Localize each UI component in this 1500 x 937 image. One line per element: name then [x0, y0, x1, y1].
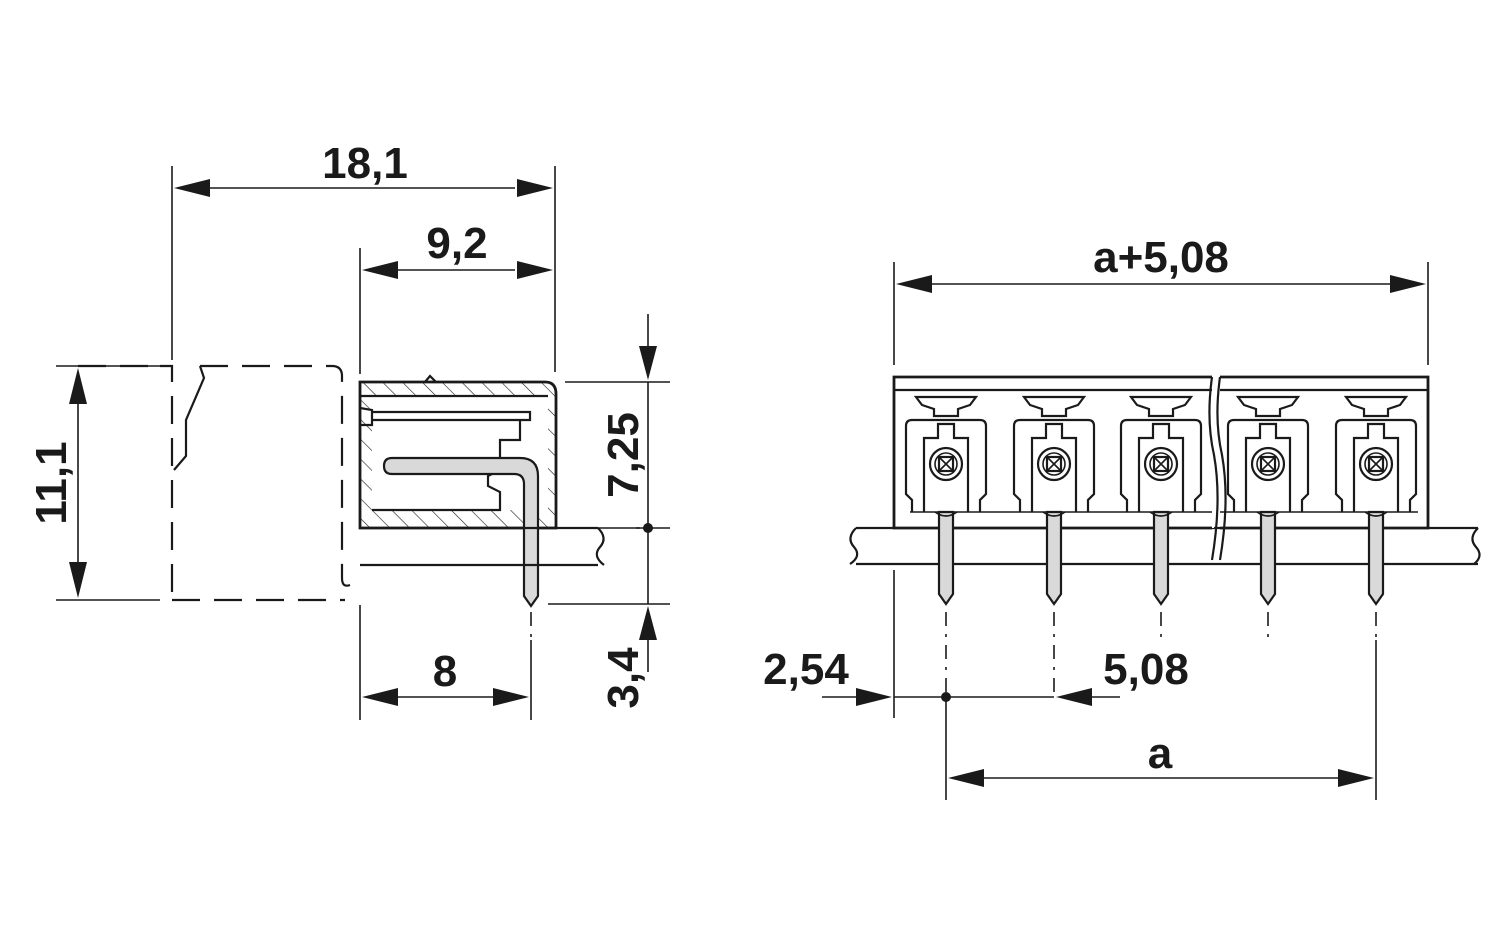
dim-body-length: 9,2 — [359, 219, 553, 374]
wire-entry-funnel — [913, 395, 979, 418]
terminal-recess — [904, 418, 988, 512]
terminal-recess — [1012, 418, 1096, 512]
dim-label-a-plus-5-08: a+5,08 — [1093, 233, 1229, 282]
wire-entry-funnel — [1021, 395, 1087, 418]
screw-drive-square — [937, 455, 955, 473]
terminal-recess — [1334, 418, 1418, 512]
screw-drive-cross — [1260, 456, 1276, 472]
terminal-position — [1119, 395, 1203, 640]
screw-drive-square — [1045, 455, 1063, 473]
side-view: 18,1 9,2 11,1 8 — [27, 139, 670, 720]
dim-label-11-1: 11,1 — [27, 441, 76, 524]
screw-ring — [1042, 452, 1066, 476]
terminal-positions — [904, 395, 1418, 697]
screw-drive-cross — [1368, 456, 1384, 472]
pin-shoulder — [1149, 511, 1173, 517]
solder-pin — [1152, 510, 1170, 606]
screw-drive-cross — [1046, 456, 1062, 472]
dim-pitch: 5,08 — [1056, 645, 1189, 706]
dim-height: 11,1 — [27, 365, 172, 601]
terminal-recess — [1226, 418, 1310, 512]
plug-outline-dashed — [78, 364, 351, 602]
clamp-body — [1030, 422, 1078, 512]
dim-label-9-2: 9,2 — [426, 219, 487, 268]
dim-pin-offset: 8 — [359, 605, 532, 720]
dim-label-5-08: 5,08 — [1103, 645, 1189, 694]
terminal-position — [1226, 395, 1310, 640]
clamp-body — [922, 422, 970, 512]
terminal-recess — [1119, 418, 1203, 512]
dim-label-8: 8 — [433, 647, 457, 696]
wire-entry-funnel — [1128, 395, 1194, 418]
pcb-board-side — [360, 526, 640, 567]
header-body — [358, 374, 558, 530]
wire-entry-funnel — [1235, 395, 1301, 418]
screw-ring — [1256, 452, 1280, 476]
screw-ring — [1149, 452, 1173, 476]
dim-label-a: a — [1148, 729, 1173, 778]
terminal-position — [1012, 395, 1096, 697]
dim-label-2-54: 2,54 — [763, 645, 849, 694]
screw-drive-cross — [1153, 456, 1169, 472]
dim-pin-length: 3,4 — [548, 603, 670, 709]
pin-shoulder — [934, 511, 958, 517]
dim-total-width: a+5,08 — [893, 233, 1429, 365]
screw-drive-square — [1152, 455, 1170, 473]
screw-drive-cross — [938, 456, 954, 472]
terminal-position — [904, 395, 988, 697]
screw-head-icon — [1358, 446, 1394, 482]
pin-shoulder — [1256, 511, 1280, 517]
screw-ring — [934, 452, 958, 476]
screw-head-icon — [1250, 446, 1286, 482]
screw-head-icon — [1143, 446, 1179, 482]
bent-pin — [382, 456, 540, 640]
dim-span: a — [945, 640, 1377, 800]
solder-pin — [937, 510, 955, 606]
screw-drive-square — [1259, 455, 1277, 473]
clamp-body — [1137, 422, 1185, 512]
dim-label-7-25: 7,25 — [599, 412, 648, 498]
terminal-position — [1334, 395, 1418, 640]
solder-pin — [1367, 510, 1385, 606]
clamp-body — [1352, 422, 1400, 512]
dim-overall-length: 18,1 — [171, 139, 556, 372]
screw-ring — [1364, 452, 1388, 476]
screw-head-icon — [928, 446, 964, 482]
solder-pin — [1259, 510, 1277, 606]
clamp-body — [1244, 422, 1292, 512]
dim-label-18-1: 18,1 — [322, 139, 408, 188]
dim-edge-offset: 2,54 — [763, 570, 1054, 718]
pin-shoulder — [1364, 511, 1388, 517]
wire-entry-funnel — [1343, 395, 1409, 418]
pin-shoulder — [1042, 511, 1066, 517]
dim-label-3-4: 3,4 — [599, 647, 648, 709]
screw-head-icon — [1036, 446, 1072, 482]
dim-top-height: 7,25 — [565, 314, 670, 604]
front-view: a+5,08 2,54 5,08 a — [763, 233, 1481, 800]
solder-pin — [1045, 510, 1063, 606]
screw-drive-square — [1367, 455, 1385, 473]
